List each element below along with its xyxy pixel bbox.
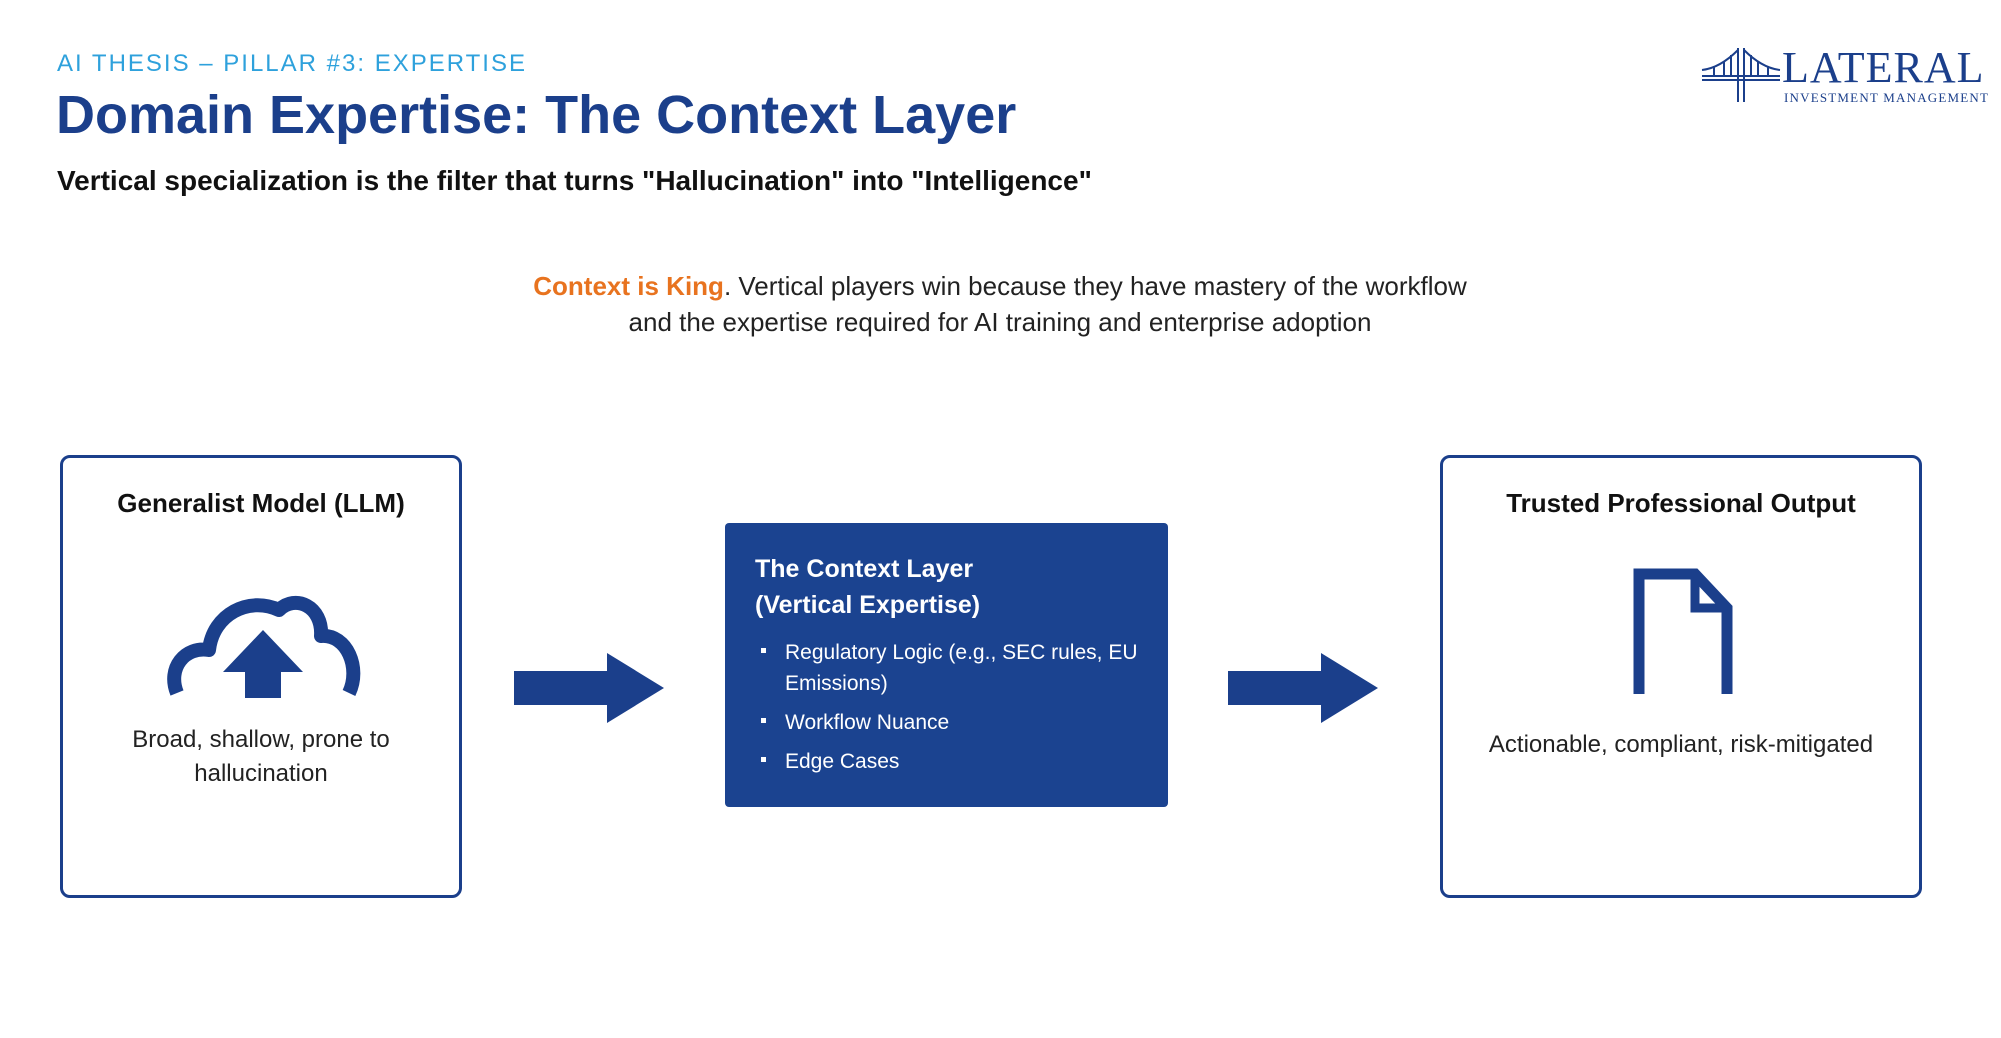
intro-statement: Context is King. Vertical players win be… xyxy=(400,268,1600,340)
logo-wordmark: LATERAL xyxy=(1782,43,1985,92)
arrow-right-icon xyxy=(1228,653,1378,723)
intro-line-1: Context is King. Vertical players win be… xyxy=(400,268,1600,304)
intro-highlight: Context is King xyxy=(533,271,724,301)
context-layer-title-line-1: The Context Layer xyxy=(755,555,974,583)
cloud-upload-icon xyxy=(167,595,361,698)
bridge-icon xyxy=(1701,48,1781,102)
document-icon xyxy=(1633,568,1733,694)
section-kicker: AI THESIS – PILLAR #3: EXPERTISE xyxy=(57,50,527,77)
context-layer-title: The Context Layer (Vertical Expertise) xyxy=(755,551,1138,623)
intro-line-2: and the expertise required for AI traini… xyxy=(628,307,1372,337)
generalist-model-description: Broad, shallow, prone to hallucination xyxy=(132,726,390,787)
bullet-icon xyxy=(761,718,766,723)
context-layer-list: Regulatory Logic (e.g., SEC rules, EU Em… xyxy=(755,637,1138,777)
context-layer-panel: The Context Layer (Vertical Expertise) R… xyxy=(725,523,1168,807)
trusted-output-title: Trusted Professional Output xyxy=(1506,488,1856,518)
list-item-text: Workflow Nuance xyxy=(785,711,950,734)
arrow-right-icon xyxy=(514,653,664,723)
trusted-output-card: Trusted Professional Output Actionable, … xyxy=(1440,455,1922,898)
list-item: Edge Cases xyxy=(755,746,1138,777)
bullet-icon xyxy=(761,648,766,653)
list-item-text: Regulatory Logic (e.g., SEC rules, EU Em… xyxy=(785,641,1138,695)
logo-tagline: INVESTMENT MANAGEMENT xyxy=(1784,90,1990,105)
generalist-model-card: Generalist Model (LLM) Broad, shallow, p… xyxy=(60,455,462,898)
context-layer-title-line-2: (Vertical Expertise) xyxy=(755,591,981,619)
list-item: Workflow Nuance xyxy=(755,707,1138,738)
page-title: Domain Expertise: The Context Layer xyxy=(56,85,1017,145)
intro-line-1-rest: . Vertical players win because they have… xyxy=(723,271,1467,301)
page-subtitle: Vertical specialization is the filter th… xyxy=(57,165,1092,196)
list-item-text: Edge Cases xyxy=(785,750,900,773)
generalist-model-title: Generalist Model (LLM) xyxy=(117,488,405,518)
list-item: Regulatory Logic (e.g., SEC rules, EU Em… xyxy=(755,637,1138,699)
trusted-output-description: Actionable, compliant, risk-mitigated xyxy=(1488,731,1874,758)
company-logo: LATERAL INVESTMENT MANAGEMENT xyxy=(1700,40,1988,110)
bullet-icon xyxy=(761,757,766,762)
